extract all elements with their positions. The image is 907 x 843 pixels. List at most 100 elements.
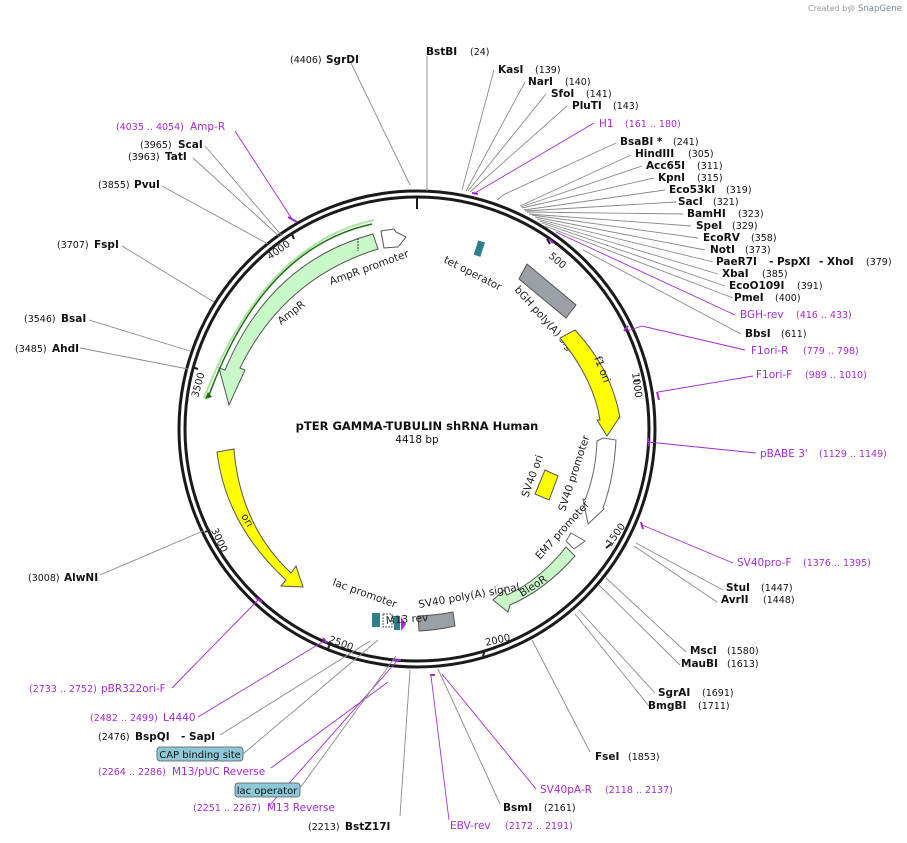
- leader-line: [270, 681, 389, 769]
- lac-operator-box: [234, 782, 301, 798]
- primer-label: L4440: [163, 712, 196, 724]
- leader-line: [469, 105, 568, 193]
- enzyme-position: (24): [470, 47, 490, 58]
- primer-label: M13 Reverse: [267, 802, 335, 814]
- leader-line: [467, 93, 547, 192]
- enzyme-label: NarI: [528, 76, 553, 88]
- primer-mark: [656, 391, 660, 401]
- enzyme-position: (305): [688, 149, 714, 160]
- leader-line: [79, 347, 189, 370]
- enzyme-label: SpeI: [696, 220, 722, 232]
- leader-line: [171, 599, 259, 689]
- primer-position: (4035 .. 4054): [116, 122, 184, 133]
- tick-mark: [204, 529, 211, 533]
- tick-mark: [633, 379, 641, 382]
- leader-line: [541, 222, 726, 287]
- enzyme-position: (3485): [15, 344, 47, 355]
- leader-line: [523, 189, 666, 211]
- enzyme-label: TatI: [165, 151, 187, 163]
- enzyme-label: KasI: [498, 64, 523, 76]
- enzyme-label: AlwNI: [64, 572, 98, 584]
- leader-line: [399, 669, 411, 817]
- enzyme-label: EcoO109I: [729, 280, 784, 292]
- enzyme-label: - SapI: [181, 731, 215, 743]
- enzyme-position: (3963): [128, 152, 160, 163]
- enzyme-position: (3546): [24, 314, 56, 325]
- feature-label-m13-rev: M13 rev: [385, 612, 428, 627]
- tick-mark: [191, 366, 199, 370]
- enzyme-label: BmgBI: [648, 700, 686, 712]
- ampr-primer-track: [207, 223, 373, 399]
- enzyme-label: HindIII: [635, 148, 674, 160]
- leader-line: [219, 640, 371, 736]
- enzyme-label: BspQI: [135, 731, 170, 743]
- enzyme-label: PaeR7I: [716, 256, 757, 268]
- enzyme-label: FseI: [595, 751, 619, 763]
- tick-label: 1000: [629, 372, 643, 399]
- tick-label: 500: [546, 251, 568, 272]
- leader-line: [520, 165, 643, 208]
- primer-label: H1: [599, 118, 614, 130]
- enzyme-label: SgrDI: [326, 54, 359, 66]
- feature-label-bleor: BleoR: [517, 573, 549, 599]
- plasmid-length: 4418 bp: [395, 434, 439, 446]
- feature-label-tet-operator: tet operator: [442, 254, 504, 294]
- enzyme-position: (1691): [702, 688, 734, 699]
- enzyme-position: (3855): [98, 180, 130, 191]
- primer-label: EBV-rev: [450, 820, 491, 832]
- enzyme-position: (1711): [698, 701, 730, 712]
- enzyme-label: SacI: [678, 196, 703, 208]
- primer-position: (416 .. 433): [796, 310, 852, 321]
- leader-line: [539, 220, 719, 275]
- snapgene-credit: Created by SnapGene: [808, 4, 902, 14]
- primer-position: (2264 .. 2286): [98, 767, 166, 778]
- enzyme-label: SfoI: [551, 88, 574, 100]
- leader-line: [437, 668, 501, 805]
- cap-binding-site-label: CAP binding site: [159, 750, 241, 761]
- enzyme-label: BbsI: [745, 328, 771, 340]
- enzyme-label: XbaI: [722, 268, 749, 280]
- primer-mark: [623, 325, 629, 332]
- lac-operator-feature: [394, 616, 400, 630]
- tick-mark: [327, 642, 331, 650]
- leader-line: [268, 660, 398, 807]
- ampr-promoter-feature: [380, 228, 407, 249]
- credit-prefix: Created by: [808, 4, 852, 13]
- tet-operator-feature: [473, 240, 485, 257]
- leader-line: [161, 185, 269, 245]
- leader-line: [474, 122, 595, 194]
- leader-line: [582, 249, 742, 335]
- enzyme-label: - XhoI: [819, 256, 854, 268]
- leader-line: [531, 639, 591, 753]
- primer-position: (2172 .. 2191): [505, 821, 573, 832]
- enzyme-label: - PspXI: [769, 256, 810, 268]
- leader-line: [299, 655, 397, 789]
- primer-mark: [548, 238, 554, 244]
- enzyme-position: (391): [797, 281, 823, 292]
- feature-label-lac-promoter: lac promoter: [331, 577, 399, 611]
- boxed-labels: CAP binding site lac operator: [156, 639, 397, 798]
- primer-position: (779 .. 798): [803, 346, 859, 357]
- leader-line: [657, 375, 754, 393]
- tick-mark: [605, 543, 612, 549]
- enzyme-position: (358): [751, 233, 777, 244]
- enzyme-label: SgrAI: [658, 687, 690, 699]
- leader-line: [519, 154, 632, 207]
- enzyme-position: (379): [866, 257, 892, 268]
- leader-line: [574, 613, 650, 707]
- enzyme-label: PluTI: [572, 100, 602, 112]
- enzyme-position: (319): [726, 185, 752, 196]
- ampr-primer-arrowhead-icon: [205, 392, 212, 399]
- enzyme-label: KpnI: [658, 172, 685, 184]
- primer-marks: [255, 192, 660, 676]
- enzyme-label: BsaBI *: [620, 136, 663, 148]
- enzyme-position: (3008): [28, 573, 60, 584]
- leader-line: [197, 640, 325, 718]
- enzyme-label: FspI: [94, 239, 119, 251]
- enzyme-position: (1580): [727, 646, 759, 657]
- leader-line: [234, 130, 293, 220]
- leader-line: [524, 201, 677, 212]
- primer-label: SV40pro-F: [737, 557, 791, 569]
- primer-label: M13/pUC Reverse: [172, 766, 265, 778]
- leader-line: [349, 60, 411, 186]
